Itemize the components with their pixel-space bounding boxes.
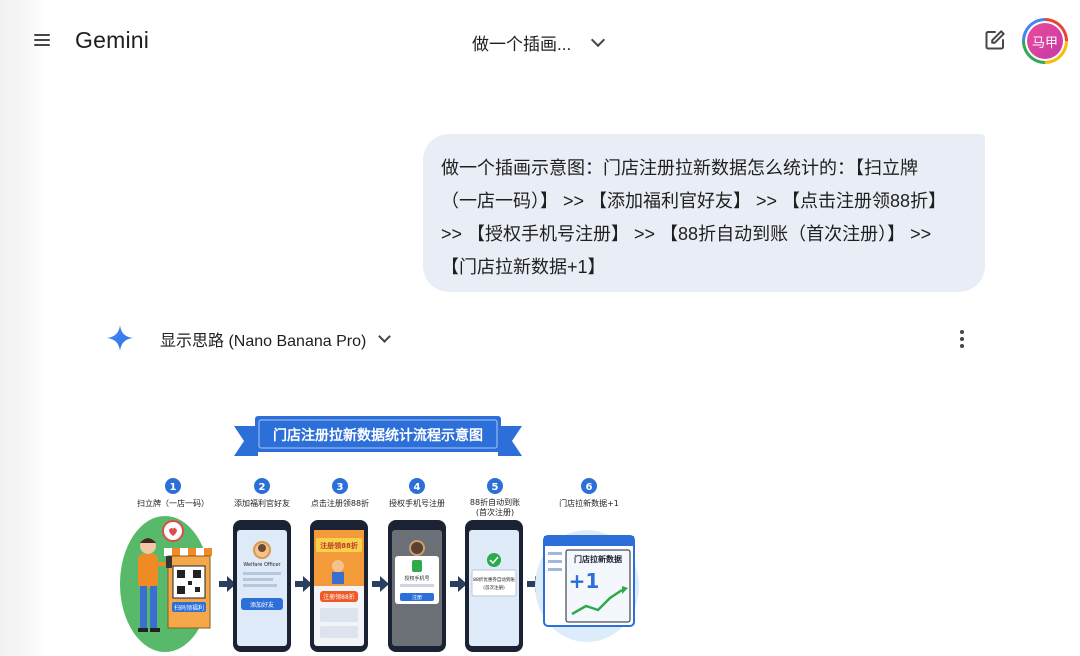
step-label: 添加福利官好友 bbox=[234, 498, 290, 508]
user-message-bubble: 做一个插画示意图：门店注册拉新数据怎么统计的：【扫立牌 （一店一码）】 >> 【… bbox=[423, 134, 985, 292]
phone-authorize: 授权手机号 注册 bbox=[388, 520, 446, 652]
register-banner-label: 注册领88折 bbox=[320, 541, 358, 550]
step-3: 3 点击注册领88折 bbox=[311, 478, 369, 508]
user-message-line: 做一个插画示意图：门店注册拉新数据怎么统计的：【扫立牌 bbox=[441, 158, 918, 178]
app-title[interactable]: Gemini bbox=[75, 27, 150, 53]
chevron-down-icon bbox=[591, 32, 606, 48]
step-6: 6 门店拉新数据+1 bbox=[559, 478, 619, 508]
phone-register-discount: 注册领88折 注册领88折 bbox=[310, 520, 368, 652]
avatar-ring: 马甲 bbox=[1025, 21, 1065, 61]
menu-icon bbox=[34, 44, 50, 46]
more-options-button[interactable] bbox=[950, 326, 974, 352]
step-number: 4 bbox=[414, 482, 421, 493]
step-label: 点击注册领88折 bbox=[311, 498, 369, 508]
step-label: 88折自动到账 bbox=[470, 497, 520, 507]
step-number: 5 bbox=[492, 482, 499, 493]
welfare-officer-label: Welfare Officer bbox=[243, 562, 281, 568]
conversation-title-button[interactable]: 做一个插画... bbox=[472, 30, 606, 55]
phone-welfare-officer: Welfare Officer 添加好友 bbox=[233, 520, 291, 652]
edit-icon bbox=[985, 30, 1005, 50]
dashboard-title: 门店拉新数据 bbox=[574, 554, 622, 564]
more-vert-icon bbox=[960, 330, 964, 334]
phone-auth-label: 授权手机号 bbox=[404, 575, 429, 582]
step-label: 授权手机号注册 bbox=[389, 498, 445, 508]
thinking-label: 显示思路 (Nano Banana Pro) bbox=[160, 333, 367, 350]
conversation-title: 做一个插画... bbox=[472, 35, 572, 54]
step-number: 1 bbox=[170, 482, 177, 493]
show-thinking-toggle[interactable]: 显示思路 (Nano Banana Pro) bbox=[160, 327, 392, 351]
step-4: 4 授权手机号注册 bbox=[389, 478, 445, 508]
register-short-label: 注册 bbox=[412, 594, 422, 601]
add-friend-label: 添加好友 bbox=[250, 601, 274, 609]
plus-one: +1 bbox=[569, 569, 600, 593]
avatar-initials: 马甲 bbox=[1027, 23, 1063, 59]
chevron-down-icon bbox=[378, 330, 392, 343]
step-number: 6 bbox=[586, 482, 593, 493]
new-chat-button[interactable] bbox=[983, 28, 1007, 52]
step-1: 1 扫立牌（一店一码） bbox=[137, 478, 209, 508]
register-button-label: 注册领88折 bbox=[323, 593, 355, 601]
discount-text-sub: (首次注册) bbox=[483, 584, 505, 591]
scan-stand-illustration: 扫码领福利 bbox=[120, 516, 212, 652]
top-bar: Gemini 做一个插画... 马甲 bbox=[0, 0, 1080, 82]
more-vert-icon bbox=[960, 344, 964, 348]
step-number: 2 bbox=[259, 482, 266, 493]
more-vert-icon bbox=[960, 337, 964, 341]
discount-text: 88折优惠券自动到账 bbox=[473, 576, 515, 583]
user-message-line: （一店一码）】 >> 【添加福利官好友】 >> 【点击注册领88折】 bbox=[441, 191, 947, 211]
step-label-sub: (首次注册) bbox=[476, 507, 514, 517]
dashboard-illustration: 门店拉新数据 +1 bbox=[535, 530, 639, 642]
main-menu-button[interactable] bbox=[28, 26, 56, 54]
user-message-line: >> 【授权手机号注册】 >> 【88折自动到账（首次注册）】 >> bbox=[441, 224, 932, 244]
user-message-line: 【门店拉新数据+1】 bbox=[441, 257, 606, 277]
step-2: 2 添加福利官好友 bbox=[234, 478, 290, 508]
gemini-spark-icon bbox=[107, 325, 133, 351]
account-avatar[interactable]: 马甲 bbox=[1022, 18, 1068, 64]
menu-icon bbox=[34, 34, 50, 36]
banner-ribbon: 门店注册拉新数据统计流程示意图 bbox=[234, 416, 522, 456]
sidebar-edge bbox=[0, 0, 46, 656]
menu-icon bbox=[34, 39, 50, 41]
generated-image[interactable]: 门店注册拉新数据统计流程示意图 1 扫立牌（一店一码） 2 添加福利官好友 3 … bbox=[110, 406, 670, 656]
step-label: 扫立牌（一店一码） bbox=[137, 498, 209, 508]
stand-text: 扫码领福利 bbox=[174, 604, 204, 612]
step-label: 门店拉新数据+1 bbox=[559, 498, 619, 508]
step-5: 5 88折自动到账 (首次注册) bbox=[470, 478, 520, 517]
banner-title: 门店注册拉新数据统计流程示意图 bbox=[273, 427, 483, 444]
phone-discount-arrived: 88折优惠券自动到账 (首次注册) bbox=[465, 520, 523, 652]
step-number: 3 bbox=[337, 482, 344, 493]
